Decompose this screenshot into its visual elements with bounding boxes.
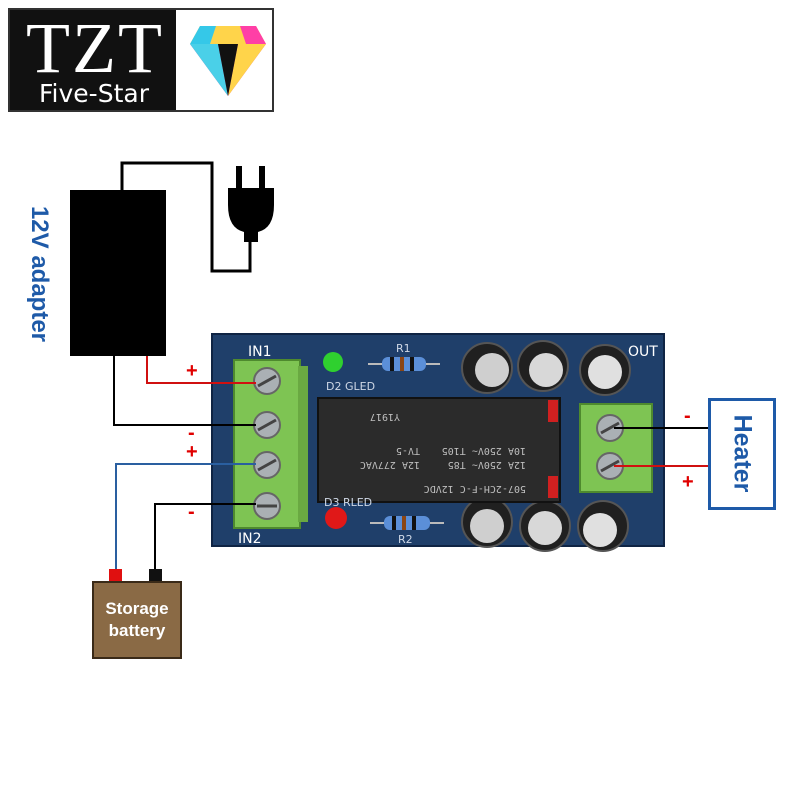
relay: [317, 397, 561, 503]
wire-battery-positive: [115, 463, 256, 572]
label-d3: D3 RLED: [324, 496, 372, 509]
battery-label-line2: battery: [108, 621, 166, 640]
adapter-label-text: 12V adapter: [26, 205, 53, 343]
logo-brand-text: TZT: [26, 8, 164, 88]
brand-logo: TZT Five-Star: [8, 8, 274, 112]
relay-text-1: 507-2CH-F-C 12VDC: [424, 483, 526, 494]
relay-text-3: 10A 250V~ T105: [442, 445, 526, 456]
relay-text-5: TV-5: [396, 445, 420, 456]
green-led: [323, 352, 343, 372]
logo-subtitle: Five-Star: [39, 79, 149, 108]
label-r1: R1: [396, 342, 411, 355]
heater-label: Heater: [728, 414, 757, 493]
label-out: OUT: [628, 344, 658, 360]
plus-sign-out: +: [682, 471, 694, 493]
battery-negative-terminal: [149, 569, 162, 582]
logo-background: [10, 10, 176, 110]
diamond-icon: [190, 26, 266, 96]
minus-sign-in2: -: [188, 501, 195, 523]
wire-adapter-positive: [146, 356, 256, 384]
plus-sign-in1: +: [186, 360, 198, 382]
resistor-r1: [368, 357, 440, 371]
storage-battery: Storage battery: [92, 581, 182, 659]
resistor-r2: [370, 516, 444, 530]
relay-code: Y1917: [370, 411, 400, 422]
red-led: [325, 507, 347, 529]
wire-battery-negative: [154, 503, 256, 572]
wire-adapter-negative: [113, 356, 256, 426]
adapter-label: 12V adapter: [8, 190, 68, 360]
adapter-body: [70, 190, 166, 356]
plus-sign-in2: +: [186, 441, 198, 463]
battery-positive-terminal: [109, 569, 122, 582]
battery-label-line1: Storage: [105, 599, 169, 618]
minus-sign-in1: -: [188, 422, 195, 444]
heater-box: Heater: [708, 398, 776, 510]
output-terminal-block: [579, 403, 653, 493]
label-in2: IN2: [238, 531, 262, 547]
power-plug-icon: [228, 166, 274, 242]
label-d2: D2 GLED: [326, 380, 375, 393]
label-r2: R2: [398, 533, 413, 546]
relay-text-4: 12A 277VAC: [360, 459, 420, 470]
label-in1: IN1: [248, 344, 272, 360]
relay-text-2: 12A 250V~ T85: [448, 459, 526, 470]
capacitors-bottom: [461, 496, 629, 552]
relay-module-board: IN1 IN2 OUT D2 GLED D3 RLED R1 R2 507-2C…: [211, 333, 665, 552]
minus-sign-out: -: [684, 405, 691, 427]
capacitors-top: [461, 340, 631, 396]
input-terminal-block: [233, 359, 308, 529]
adapter-cord: [120, 161, 252, 273]
